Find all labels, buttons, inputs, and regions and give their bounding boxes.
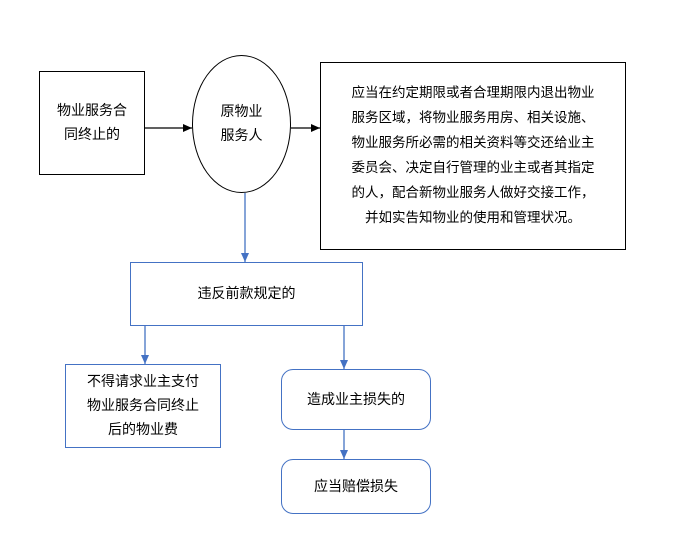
node-compensate: 应当赔偿损失 xyxy=(281,459,431,514)
node-owner-loss-text: 造成业主损失的 xyxy=(307,391,405,408)
node-original-provider: 原物业 服务人 xyxy=(192,55,291,193)
node-violation-text: 违反前款规定的 xyxy=(197,286,296,302)
node-no-fee: 不得请求业主支付 物业服务合同终止 后的物业费 xyxy=(65,364,221,448)
node-owner-loss: 造成业主损失的 xyxy=(281,369,431,430)
node-obligations-text: 应当在约定期限或者合理期限内退出物业 服务区域，将物业服务用房、相关设施、 物业… xyxy=(351,85,595,226)
node-no-fee-text: 不得请求业主支付 物业服务合同终止 后的物业费 xyxy=(87,374,199,438)
node-contract-end-text: 物业服务合 同终止的 xyxy=(57,103,127,143)
node-compensate-text: 应当赔偿损失 xyxy=(314,478,398,495)
node-obligations: 应当在约定期限或者合理期限内退出物业 服务区域，将物业服务用房、相关设施、 物业… xyxy=(320,62,626,250)
node-violation: 违反前款规定的 xyxy=(130,262,363,326)
node-original-provider-text: 原物业 服务人 xyxy=(220,104,263,144)
node-contract-end: 物业服务合 同终止的 xyxy=(39,71,145,175)
